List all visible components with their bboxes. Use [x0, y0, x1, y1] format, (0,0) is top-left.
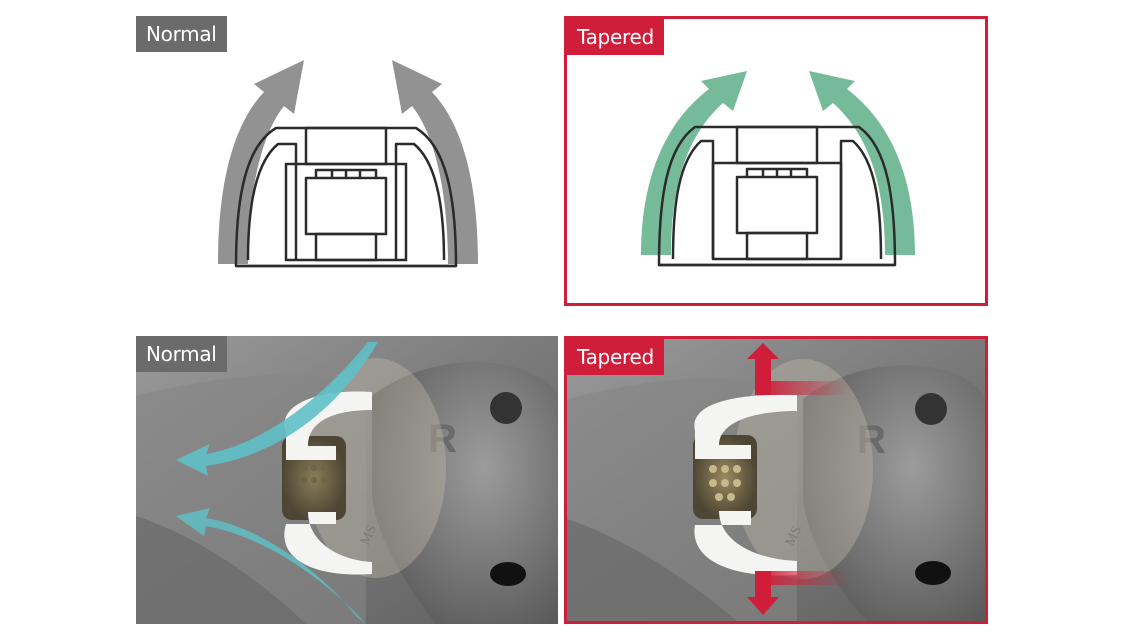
- upper-flow-band: [759, 381, 849, 395]
- normal-label: Normal: [136, 16, 227, 52]
- tapered-diagram-panel: Tapered: [564, 16, 988, 306]
- lower-flow-band: [759, 571, 849, 585]
- eartip-bottom-flange: [694, 511, 797, 576]
- eartip-bottom-flange: [284, 512, 372, 575]
- right-flow-arrow: [809, 71, 915, 255]
- tapered-ear-illustration-panel: Tapered R: [564, 336, 988, 624]
- upper-flow-arrow: [747, 343, 779, 395]
- eartip-top-flange: [694, 394, 797, 459]
- left-flow-arrow: [218, 60, 304, 264]
- r-mark: R: [428, 417, 457, 461]
- normal-eartip-diagram: [218, 60, 478, 268]
- lower-flow-arrow: [747, 571, 779, 615]
- r-mark: R: [857, 418, 886, 462]
- eartip-outline: [657, 125, 897, 267]
- normal-ear-illustration: R MS: [136, 336, 558, 624]
- left-flow-arrow: [641, 71, 747, 255]
- normal-photo-label: Normal: [136, 336, 227, 372]
- earphone-body: [803, 365, 985, 621]
- tapered-photo-label: Tapered: [567, 339, 664, 375]
- normal-diagram-panel: Normal: [136, 16, 558, 306]
- earphone-body: [372, 362, 558, 624]
- tapered-eartip-diagram: [641, 71, 915, 267]
- normal-ear-illustration-panel: Normal R MS: [136, 336, 558, 624]
- eartip-outline: [234, 126, 458, 268]
- upper-flow-arrow: [176, 342, 378, 476]
- tapered-ear-illustration: R MS: [567, 339, 985, 621]
- tapered-label: Tapered: [567, 19, 664, 55]
- right-flow-arrow: [392, 60, 478, 264]
- lower-flow-arrow: [176, 508, 366, 624]
